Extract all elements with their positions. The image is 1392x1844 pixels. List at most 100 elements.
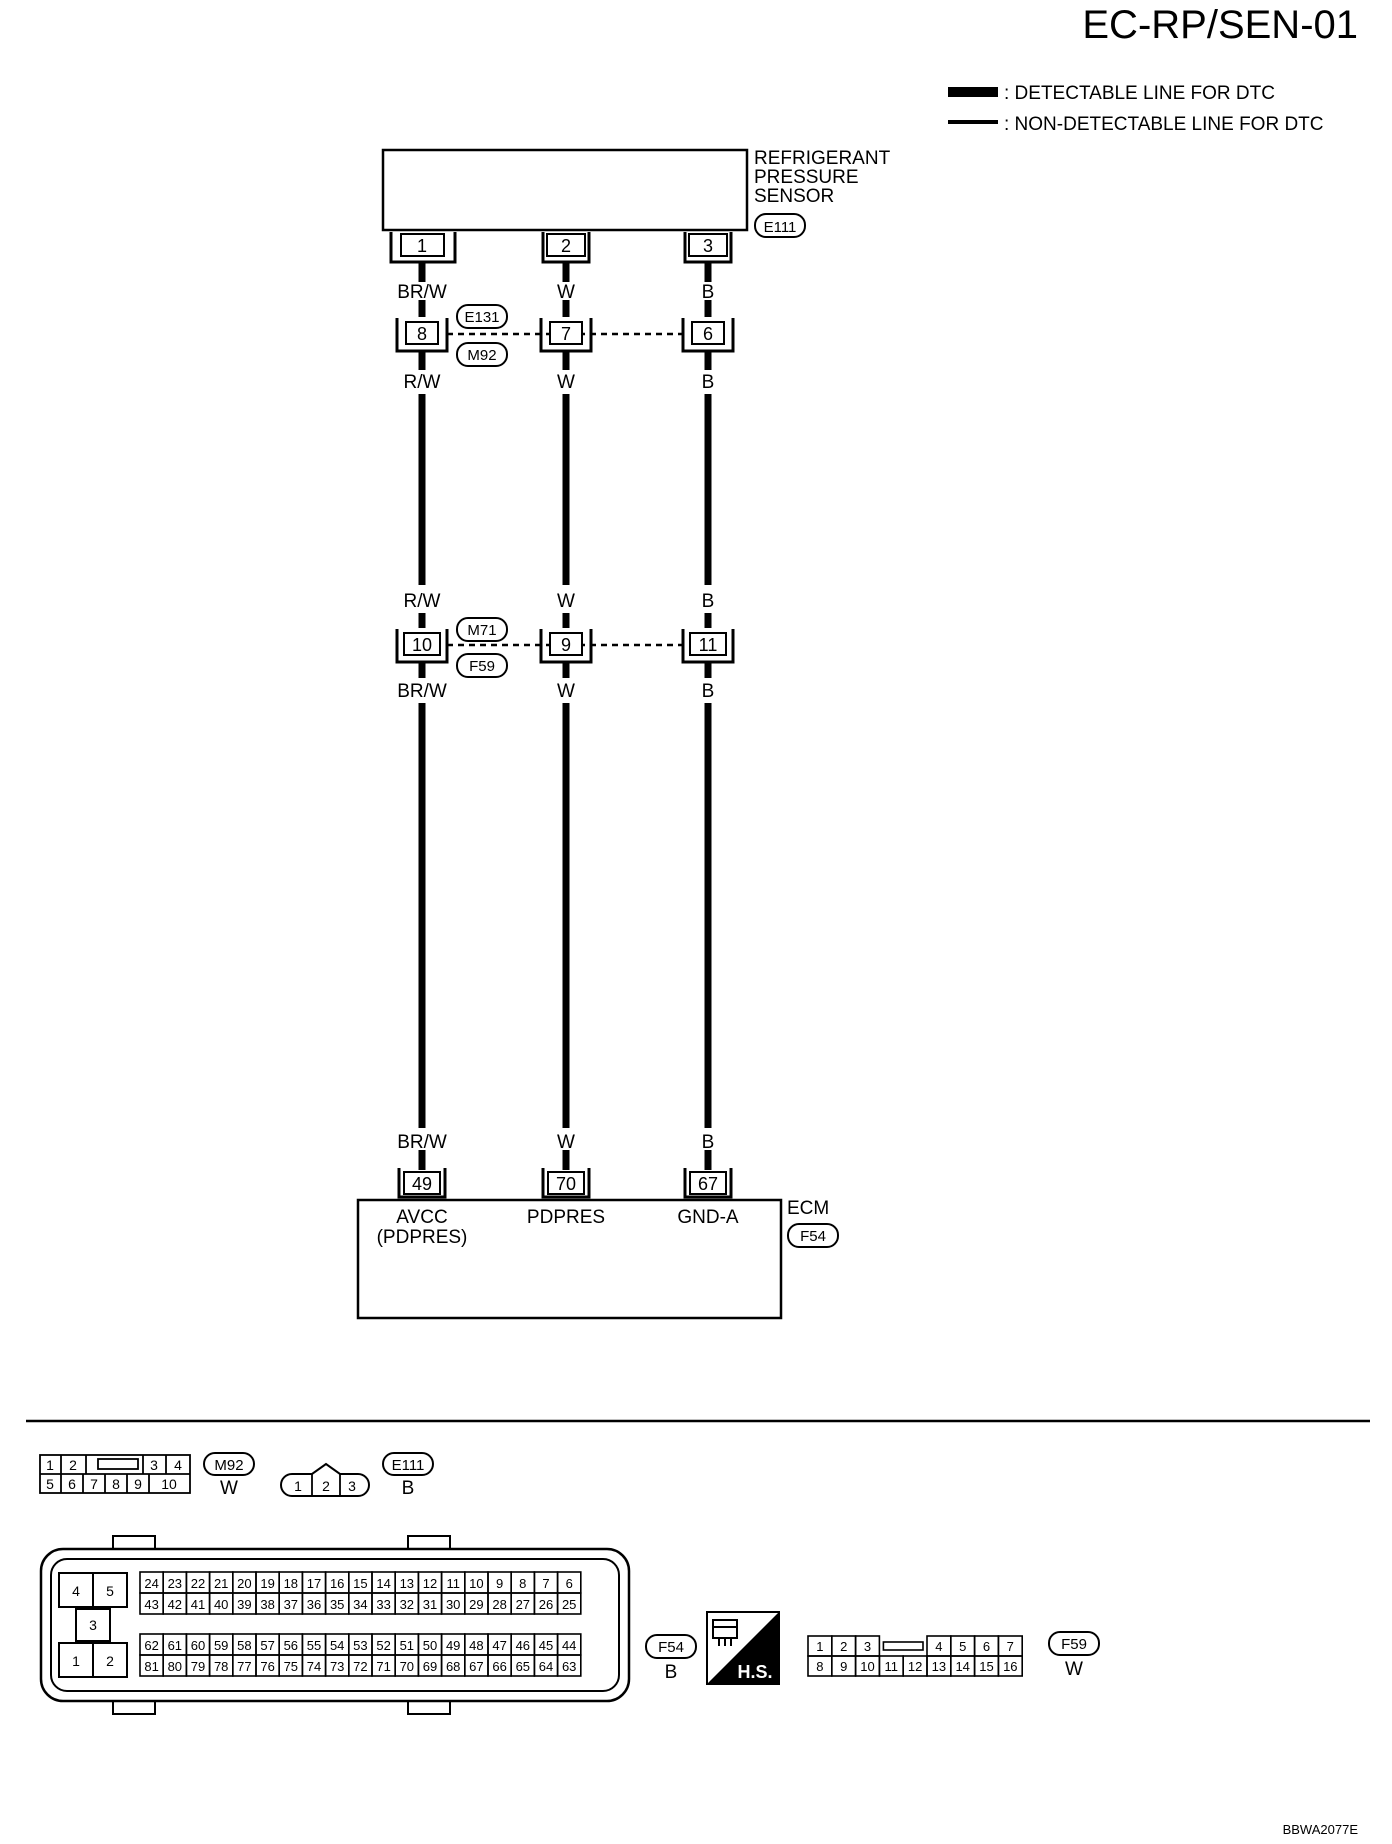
joint-2-pin-label: 11: [699, 635, 718, 655]
joint-2-pin-label: 9: [561, 635, 571, 655]
page-code: EC-RP/SEN-01: [1082, 3, 1358, 47]
wire-color-label: BR/W: [397, 1132, 447, 1153]
sensor-connector-oval: [754, 213, 806, 238]
pin-label: 8: [519, 1576, 526, 1591]
pin-label: 62: [144, 1638, 158, 1653]
joint-2-connector-id-bottom: F59: [469, 658, 495, 675]
pin-label: 77: [237, 1659, 251, 1674]
pin-label: 19: [260, 1576, 274, 1591]
pin-label: 66: [492, 1659, 506, 1674]
pin-label: 75: [284, 1659, 298, 1674]
pin-label: 70: [400, 1659, 414, 1674]
wire-color-label: W: [557, 1132, 575, 1153]
m92-id: M92: [214, 1457, 243, 1474]
pin-label: 41: [191, 1597, 205, 1612]
ecm-terminal-label: 70: [556, 1174, 576, 1194]
joint-1-pin-7: 7: [539, 318, 593, 353]
pin-cell: [556, 1592, 582, 1615]
m92-color: W: [220, 1478, 238, 1499]
connector-view-e111: 1 2 3 E111 B: [280, 1452, 434, 1499]
pin-label: 37: [284, 1597, 298, 1612]
sensor-name-line-1: REFRIGERANT: [754, 148, 891, 169]
wire-color-label: B: [702, 282, 715, 303]
joint-1-connector-oval-top: [456, 304, 508, 329]
e111-pin: 2: [322, 1478, 330, 1494]
wire-color-label: R/W: [404, 372, 441, 393]
f54-id-oval: [645, 1634, 697, 1659]
pin-label: 11: [885, 1659, 899, 1674]
pin-label: 38: [260, 1597, 274, 1612]
pin-label: 57: [260, 1638, 274, 1653]
pin-label: 13: [932, 1659, 946, 1674]
pin-label: 45: [539, 1638, 553, 1653]
ecm-connector-id: F54: [800, 1228, 826, 1245]
joint-connector-1: 8 7 6 E131 M92: [395, 304, 735, 367]
joint-1-connector-id-top: E131: [464, 309, 499, 326]
ecm-terminal-67: 67: [683, 1168, 733, 1199]
wire-color-label: W: [557, 681, 575, 702]
pin-label: 3: [864, 1639, 871, 1654]
pin-label: 39: [237, 1597, 251, 1612]
pin-label: 44: [562, 1638, 576, 1653]
pin-label: 8: [816, 1659, 823, 1674]
pin-label: 33: [376, 1597, 390, 1612]
pin-label: 23: [168, 1576, 182, 1591]
e111-pin: 3: [348, 1478, 356, 1494]
pin-label: 42: [168, 1597, 182, 1612]
refrigerant-pressure-sensor: REFRIGERANT PRESSURE SENSOR E111: [381, 148, 891, 238]
wire-color-label: W: [557, 282, 575, 303]
wire-color-label: B: [702, 1132, 715, 1153]
f54-pin: 3: [89, 1617, 97, 1633]
ecm: 49 70 67 AVCC (PDPRES) PDPRES GND-A ECM …: [356, 1168, 839, 1320]
sensor-terminal-3: 3: [683, 232, 733, 264]
f54-pin: 5: [106, 1583, 114, 1599]
pin-label: 54: [330, 1638, 344, 1653]
joint-2-connector-oval-top: [456, 617, 508, 642]
pin-label: 61: [168, 1638, 182, 1653]
ecm-terminal-label: 49: [412, 1174, 432, 1194]
pin-label: 59: [214, 1638, 228, 1653]
e111-outline: [280, 1462, 370, 1497]
pin-label: 34: [353, 1597, 367, 1612]
pin-label: 12: [423, 1576, 437, 1591]
wire-colors-low: BR/W W B: [397, 681, 714, 702]
joint-2-pin-9: 9: [539, 629, 593, 664]
sensor-box: [381, 148, 749, 232]
pin-label: 32: [400, 1597, 414, 1612]
pin-cell: [997, 1655, 1024, 1677]
legend-non-detectable-text: : NON-DETECTABLE LINE FOR DTC: [1004, 114, 1324, 135]
ecm-terminal-70: 70: [541, 1168, 591, 1199]
f54-id: F54: [658, 1639, 684, 1656]
f59-id: F59: [1061, 1636, 1087, 1653]
pin-label: 6: [983, 1639, 990, 1654]
sensor-terminal-1: 1: [389, 232, 457, 264]
pin-label: 15: [979, 1659, 993, 1674]
f59-key: [882, 1641, 924, 1651]
joint-1-pin-label: 6: [703, 324, 713, 344]
pin-label: 58: [237, 1638, 251, 1653]
pin-label: 55: [307, 1638, 321, 1653]
pin-label: 24: [144, 1576, 158, 1591]
wire-color-label: B: [702, 681, 715, 702]
pin-label: 30: [446, 1597, 460, 1612]
joint-1-connector-oval-bottom: [456, 342, 508, 367]
f54-pin: 4: [72, 1583, 80, 1599]
sensor-terminal-2: 2: [541, 232, 591, 264]
pin-label: 81: [144, 1659, 158, 1674]
wire-color-label: B: [702, 372, 715, 393]
pin-label: 7: [542, 1576, 549, 1591]
pin-label: 26: [539, 1597, 553, 1612]
m92-pin: 1: [46, 1457, 54, 1473]
pin-label: 50: [423, 1638, 437, 1653]
wire-color-label: BR/W: [397, 282, 447, 303]
pin-label: 40: [214, 1597, 228, 1612]
hs-label: H.S.: [737, 1662, 772, 1682]
ecm-signal-pdpres: PDPRES: [527, 1207, 605, 1228]
sensor-name-line-2: PRESSURE: [754, 167, 859, 188]
figure-code: BBWA2077E: [1283, 1822, 1359, 1837]
ecm-name: ECM: [787, 1198, 829, 1219]
pin-label: 14: [955, 1659, 969, 1674]
ecm-connector-oval: [787, 1223, 839, 1248]
pin-label: 53: [353, 1638, 367, 1653]
